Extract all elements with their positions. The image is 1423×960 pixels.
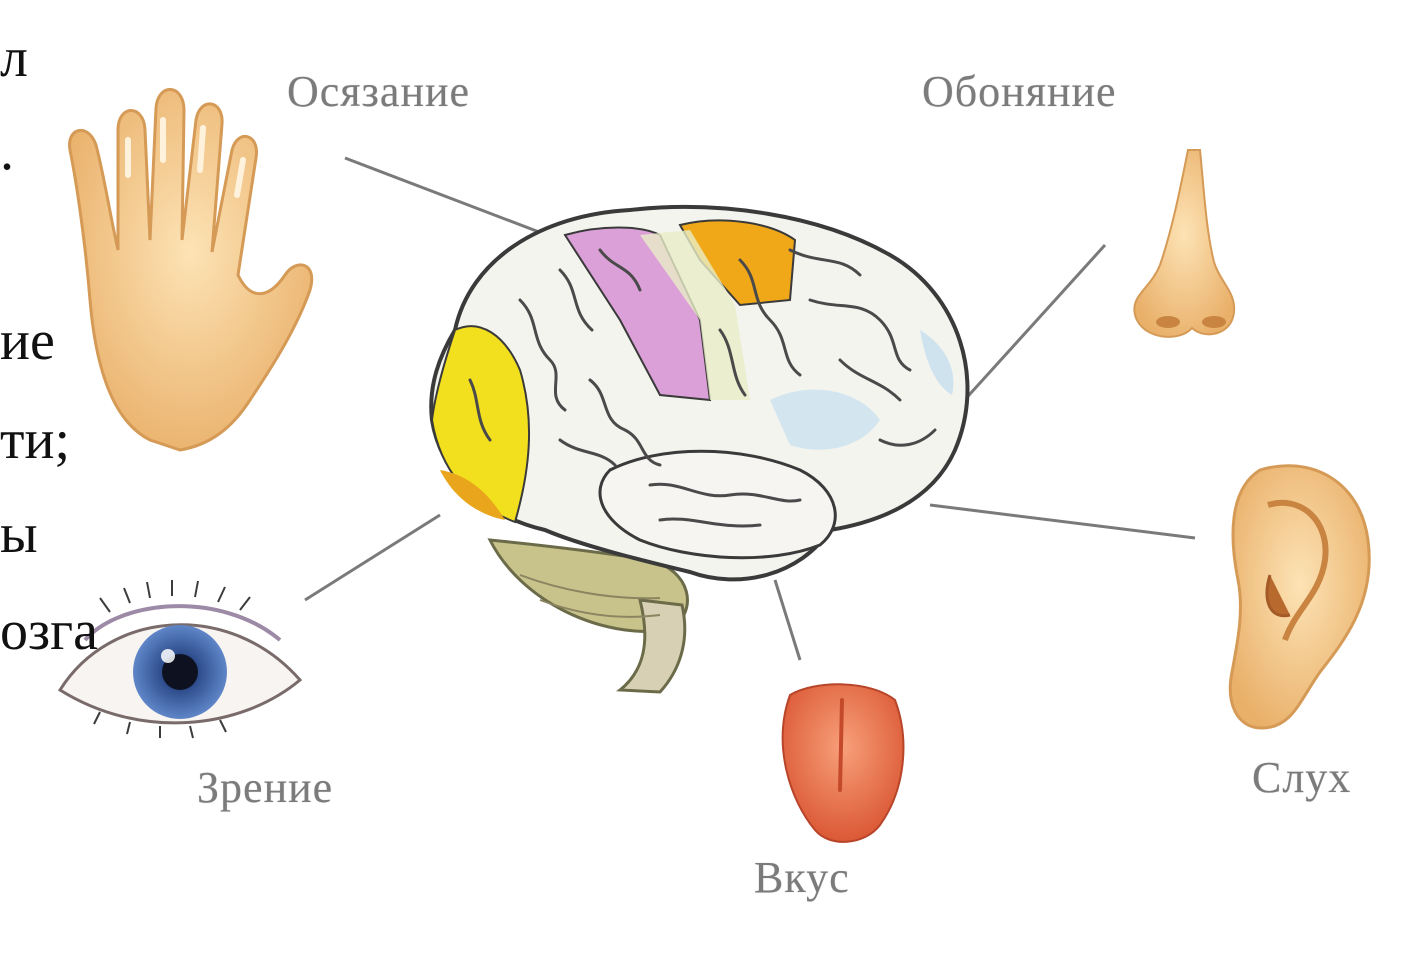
side-text-line: л <box>0 30 28 86</box>
label-touch: Осязание <box>287 66 470 117</box>
nose-icon <box>1134 150 1234 337</box>
side-text-line: ы <box>0 506 38 562</box>
label-smell: Обоняние <box>922 66 1117 117</box>
side-text-line: ти; <box>0 412 70 468</box>
taste-pointer-line <box>775 580 800 660</box>
sight-pointer-line <box>305 515 440 600</box>
label-hearing: Слух <box>1252 752 1351 803</box>
hand-icon <box>70 89 312 450</box>
side-text-line: ие <box>0 313 55 369</box>
side-text-line: озга <box>0 603 98 659</box>
hearing-pointer-line <box>930 505 1195 538</box>
label-taste: Вкус <box>754 852 850 903</box>
brain-illustration <box>431 207 967 692</box>
ear-icon <box>1230 466 1369 728</box>
label-sight: Зрение <box>197 762 333 813</box>
touch-pointer-line <box>345 158 560 240</box>
tongue-icon <box>783 684 904 842</box>
smell-pointer-line <box>960 245 1105 405</box>
side-text-line: . <box>0 123 14 179</box>
